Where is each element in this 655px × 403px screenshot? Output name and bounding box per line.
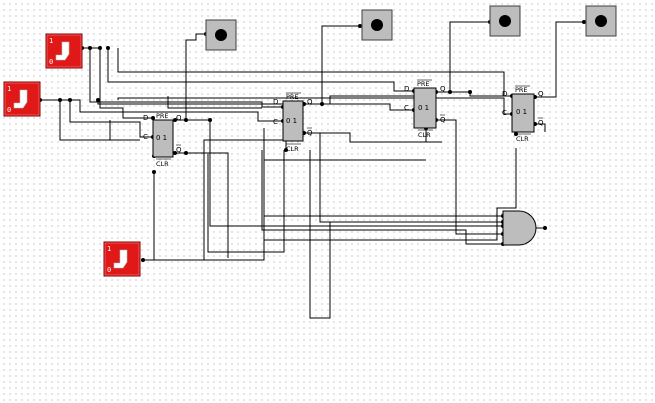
led-bulb-icon: [215, 29, 227, 41]
state-label: 0 1: [418, 104, 429, 112]
clear-switch[interactable]: 1 0: [103, 241, 141, 277]
led-2[interactable]: [361, 9, 393, 41]
qbar-label: Q: [176, 146, 182, 154]
state-label: 0 1: [286, 117, 297, 125]
c-label: C: [273, 118, 278, 126]
qbar-label: Q: [440, 116, 446, 124]
led-3[interactable]: [489, 5, 521, 37]
and-gate-icon: [502, 210, 537, 246]
clr-label: CLR: [516, 135, 529, 143]
d-label: D: [502, 90, 507, 98]
pre-label: PRE: [417, 80, 430, 88]
ff-4[interactable]: PRE 0 1 D C Q Q CLR: [502, 85, 544, 143]
clr-label: CLR: [286, 145, 299, 153]
q-label: Q: [176, 114, 182, 122]
q-label: Q: [538, 90, 544, 98]
clr-label: CLR: [156, 160, 169, 168]
ff-1[interactable]: PRE 0 1 D C Q Q CLR: [143, 111, 182, 168]
data-switch[interactable]: 1 0: [45, 33, 83, 69]
led-bulb-icon: [371, 19, 383, 31]
c-label: C: [502, 109, 507, 117]
switch-on-label: 1: [7, 85, 11, 93]
toggle-lever-icon: [13, 89, 28, 109]
q-label: Q: [440, 85, 446, 93]
state-label: 0 1: [156, 134, 167, 142]
d-label: D: [273, 98, 278, 106]
switch-off-label: 0: [107, 266, 111, 274]
toggle-lever-icon: [55, 41, 70, 61]
c-label: C: [404, 104, 409, 112]
pre-label: PRE: [515, 86, 528, 94]
led-1[interactable]: [205, 19, 237, 51]
c-label: C: [143, 133, 148, 141]
wires: [40, 21, 584, 319]
clock-switch[interactable]: 1 0: [3, 81, 41, 117]
qbar-label: Q: [307, 129, 313, 137]
pre-label: PRE: [286, 93, 299, 101]
and-gate[interactable]: [502, 210, 537, 246]
toggle-lever-icon: [113, 249, 128, 269]
clr-label: CLR: [418, 131, 431, 139]
d-label: D: [143, 114, 148, 122]
switch-off-label: 0: [49, 58, 53, 66]
state-label: 0 1: [516, 108, 527, 116]
d-label: D: [404, 85, 409, 93]
q-label: Q: [307, 98, 313, 106]
pre-label: PRE: [156, 112, 169, 120]
qbar-label: Q: [538, 119, 544, 127]
ff-3[interactable]: PRE 0 1 D C Q Q CLR: [404, 79, 446, 139]
switch-on-label: 1: [49, 37, 53, 45]
led-bulb-icon: [595, 15, 607, 27]
led-bulb-icon: [499, 15, 511, 27]
led-4[interactable]: [585, 5, 617, 37]
ff-2[interactable]: PRE 0 1 D C Q Q CLR: [273, 92, 313, 153]
switch-off-label: 0: [7, 106, 11, 114]
switch-on-label: 1: [107, 245, 111, 253]
